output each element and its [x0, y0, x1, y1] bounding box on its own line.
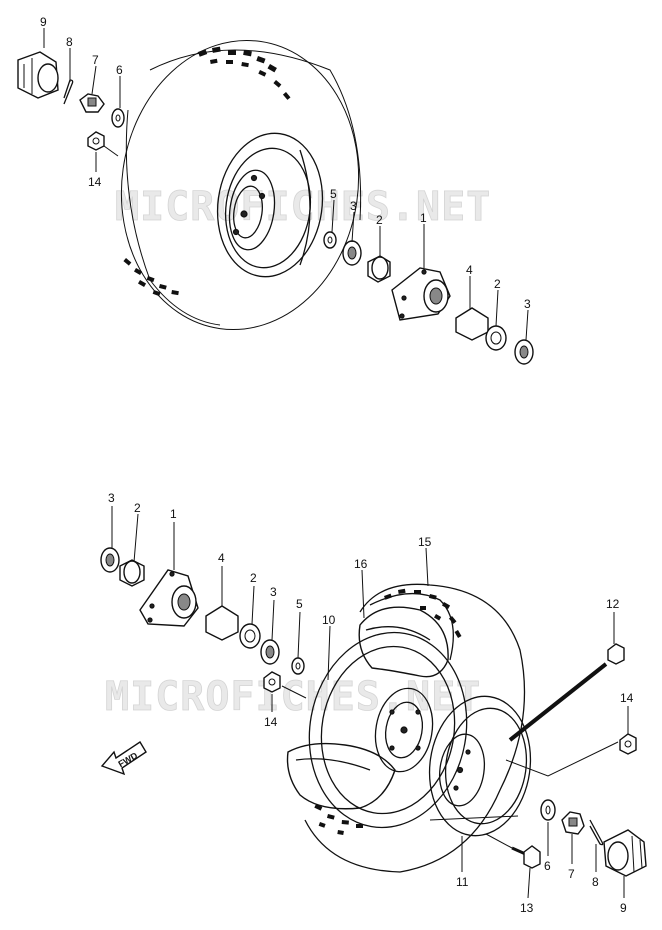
- callouts-upper: 9 8 7 6 14 5 3 2 1 4 2 3: [40, 15, 531, 311]
- lower-lug-nut-14a: [263, 671, 281, 693]
- callout-label: 5: [296, 597, 303, 611]
- lower-tire-outer: [304, 583, 526, 873]
- callout-label: 3: [270, 585, 277, 599]
- callout-label: 1: [170, 507, 177, 521]
- watermark-lower: MICROFICHES.NET: [105, 674, 481, 720]
- lower-valve-12: [508, 643, 625, 742]
- callout-label: 1: [420, 211, 427, 225]
- lower-tire-inner-tube-16: [358, 606, 449, 678]
- upper-hub: [391, 267, 451, 321]
- lower-castle-nut-7: [561, 811, 585, 835]
- callouts-lower: 3 2 1 4 2 3 5 14 10 16 15 12 14 6 7 8 11…: [108, 491, 634, 915]
- lower-hub: [139, 569, 199, 627]
- upper-bearing-2a: [367, 255, 391, 283]
- upper-leaders: [43, 28, 529, 341]
- callout-label: 8: [592, 875, 599, 889]
- callout-label: 16: [354, 557, 368, 571]
- callout-label: 9: [620, 901, 627, 915]
- lower-lug-nut-14b: [619, 733, 637, 755]
- callout-label: 12: [606, 597, 620, 611]
- lower-bolt-13: [511, 845, 541, 869]
- callout-label: 14: [264, 715, 278, 729]
- callout-label: 15: [418, 535, 432, 549]
- callout-label: 7: [92, 53, 99, 67]
- callout-label: 14: [88, 175, 102, 189]
- callout-label: 4: [218, 551, 225, 565]
- lower-tire-cutaway: [286, 742, 396, 810]
- lower-bearing-2b: [239, 623, 261, 649]
- lower-cap-nut-9: [603, 829, 647, 877]
- callout-label: 3: [524, 297, 531, 311]
- lower-spacer-5: [291, 657, 305, 675]
- upper-spacer-5: [323, 231, 337, 249]
- callout-label: 11: [456, 875, 469, 889]
- upper-spacer-4: [455, 307, 489, 341]
- callout-label: 2: [376, 213, 383, 227]
- callout-label: 14: [620, 691, 634, 705]
- lower-bearing-2a: [119, 559, 145, 587]
- callout-label: 4: [466, 263, 473, 277]
- upper-seal-3b: [514, 339, 534, 365]
- callout-label: 6: [116, 63, 123, 77]
- lower-spacer-4: [205, 605, 239, 641]
- upper-washer: [111, 108, 125, 128]
- upper-seal-3a: [342, 240, 362, 266]
- upper-bearing-2b: [485, 325, 507, 351]
- callout-label: 5: [330, 187, 337, 201]
- upper-cotter-pin: [63, 79, 74, 105]
- fwd-direction-arrow: FWD: [100, 741, 147, 776]
- upper-cap-nut: [17, 51, 59, 99]
- callout-label: 9: [40, 15, 47, 29]
- callout-label: 6: [544, 859, 551, 873]
- upper-rim: [216, 132, 324, 278]
- upper-castle-nut: [79, 93, 105, 113]
- lower-cotter-pin-8: [589, 819, 604, 846]
- lower-seal-3b: [260, 639, 280, 665]
- callout-label: 7: [568, 867, 575, 881]
- callout-label: 2: [134, 501, 141, 515]
- lower-washer-6: [540, 799, 556, 821]
- callout-label: 8: [66, 35, 73, 49]
- callout-label: 10: [322, 613, 336, 627]
- upper-tire: [120, 39, 362, 331]
- callout-label: 13: [520, 901, 534, 915]
- callout-label: 3: [350, 199, 357, 213]
- lower-leaders: [111, 506, 629, 899]
- upper-lug-nut: [87, 131, 105, 151]
- callout-label: 2: [494, 277, 501, 291]
- lower-rim-outer-11: [428, 695, 532, 837]
- watermark-upper: MICROFICHES.NET: [115, 184, 491, 230]
- lower-seal-3a: [100, 547, 120, 573]
- callout-label: 2: [250, 571, 257, 585]
- callout-label: 3: [108, 491, 115, 505]
- lower-rim-inner-10: [308, 631, 468, 829]
